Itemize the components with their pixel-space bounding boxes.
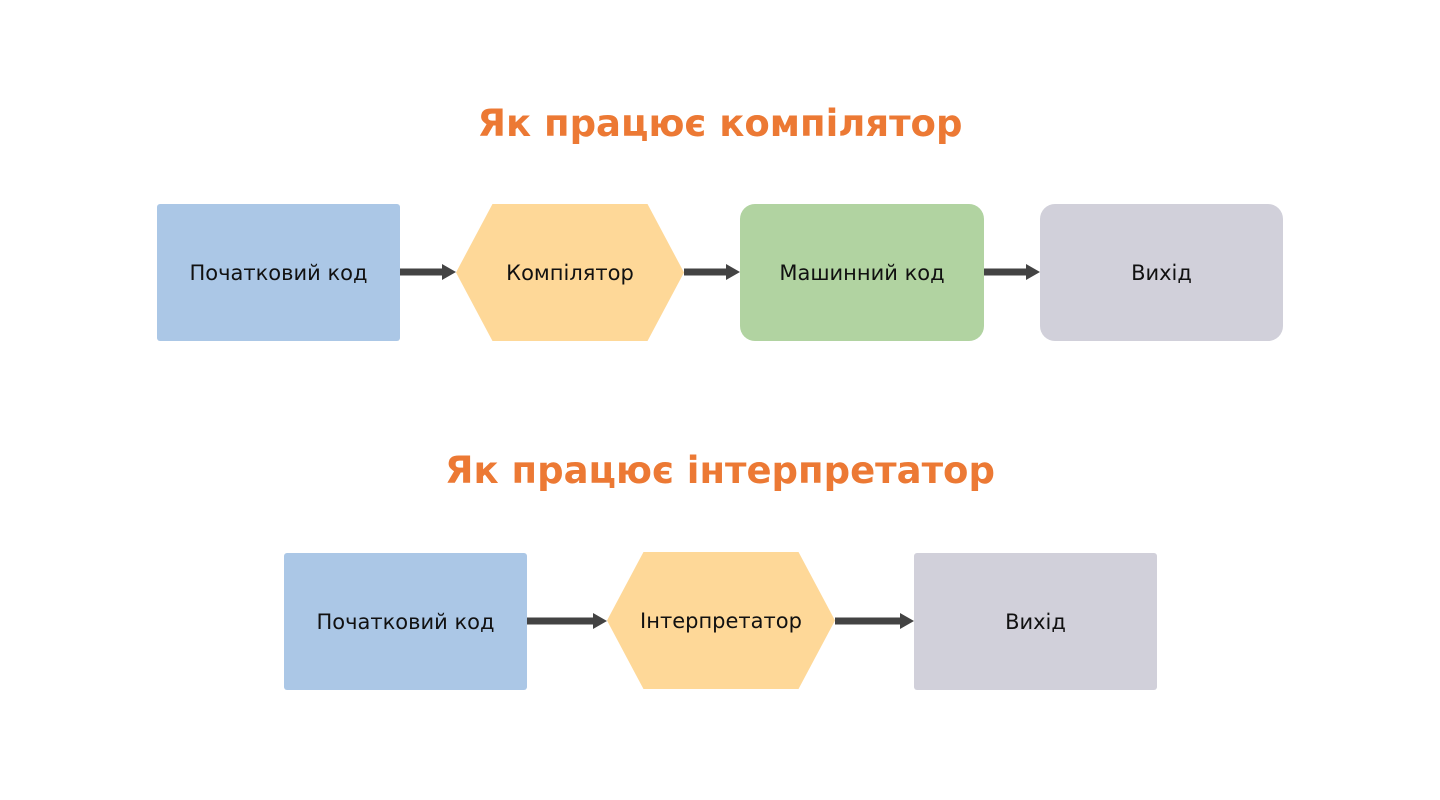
compiler-label: Компілятор xyxy=(506,260,634,285)
interpreter-arrow-1 xyxy=(527,610,607,632)
compiler-output-node: Вихід xyxy=(1040,204,1283,341)
machine-code-label: Машинний код xyxy=(779,260,945,285)
machine-code-node: Машинний код xyxy=(740,204,984,341)
compiler-arrow-2 xyxy=(684,261,740,283)
interpreter-output-node: Вихід xyxy=(914,553,1157,690)
compiler-arrow-1 xyxy=(400,261,456,283)
interpreter-source-code-label: Початковий код xyxy=(316,609,495,634)
compiler-node: Компілятор xyxy=(456,204,684,341)
compiler-arrow-3 xyxy=(984,261,1040,283)
compiler-source-code-node: Початковий код xyxy=(157,204,400,341)
compiler-source-code-label: Початковий код xyxy=(189,260,368,285)
interpreter-section-title: Як працює інтерпретатор xyxy=(445,449,995,492)
compiler-section-title: Як працює компілятор xyxy=(477,102,963,145)
interpreter-label: Інтерпретатор xyxy=(640,608,802,633)
compiler-output-label: Вихід xyxy=(1131,260,1192,285)
interpreter-node: Інтерпретатор xyxy=(607,552,835,689)
interpreter-output-label: Вихід xyxy=(1005,609,1066,634)
interpreter-source-code-node: Початковий код xyxy=(284,553,527,690)
interpreter-arrow-2 xyxy=(835,610,914,632)
